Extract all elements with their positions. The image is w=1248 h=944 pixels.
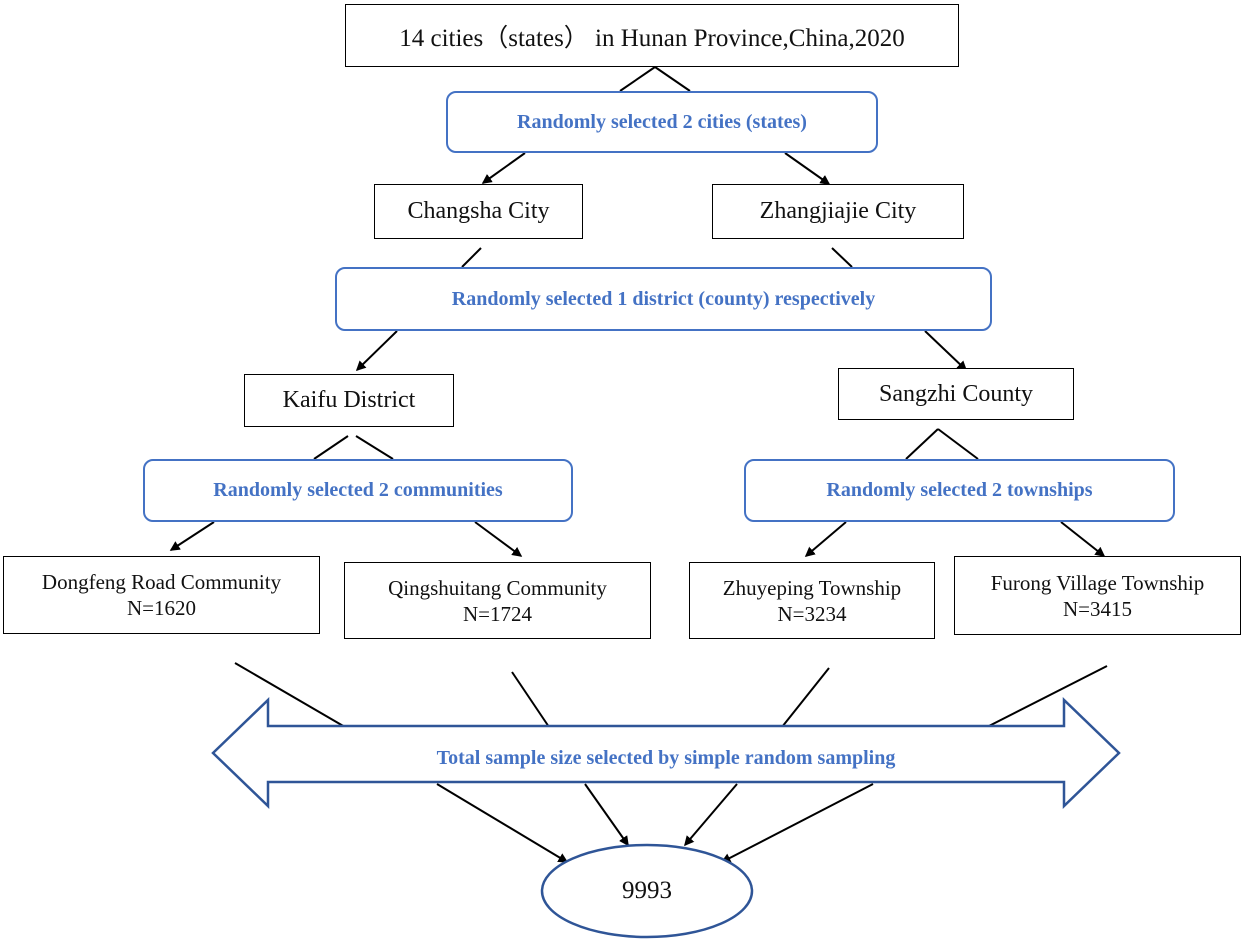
step-select-cities-label: Randomly selected 2 cities (states) xyxy=(517,110,807,133)
total-value: 9993 xyxy=(622,877,672,904)
unit-box-dongfeng: Dongfeng Road Community N=1620 xyxy=(3,556,320,634)
arrow-to-kaifu xyxy=(355,330,398,372)
arrow-to-furong xyxy=(1060,521,1106,557)
city-box-zhangjiajie: Zhangjiajie City xyxy=(712,184,964,239)
district-box-sangzhi: Sangzhi County xyxy=(838,368,1074,420)
unit-box-zhuyeping: Zhuyeping Township N=3234 xyxy=(689,562,935,639)
arrow-to-zhangjiajie xyxy=(784,152,831,185)
connector-changsha-down xyxy=(461,247,482,268)
connector-u4-upper xyxy=(986,665,1108,728)
connector-zhangjiajie-down xyxy=(831,247,853,268)
unit-name: Zhuyeping Township xyxy=(722,575,902,600)
arrow-to-dongfeng xyxy=(169,521,215,551)
arrow-to-qingshuitang xyxy=(474,521,523,557)
step-select-communities-label: Randomly selected 2 communities xyxy=(213,479,503,501)
step-select-communities: Randomly selected 2 communities xyxy=(143,459,573,522)
population-label: 14 cities（states） in Hunan Province,Chin… xyxy=(399,24,905,52)
step-select-townships: Randomly selected 2 townships xyxy=(744,459,1175,522)
arrow-to-zhuyeping xyxy=(804,521,847,557)
city-label-zhangjiajie: Zhangjiajie City xyxy=(759,198,917,224)
step-select-districts: Randomly selected 1 district (county) re… xyxy=(335,267,992,331)
connector-sangzhi-right xyxy=(937,428,979,460)
arrow-u1-to-total xyxy=(436,783,569,863)
arrow-to-sangzhi xyxy=(924,330,968,372)
connector-u1-upper xyxy=(234,662,346,728)
city-box-changsha: Changsha City xyxy=(374,184,583,239)
step-select-townships-label: Randomly selected 2 townships xyxy=(826,479,1093,501)
total-ellipse xyxy=(540,843,754,939)
unit-count: N=1724 xyxy=(462,601,532,626)
unit-count: N=1620 xyxy=(126,596,196,620)
arrow-to-changsha xyxy=(481,152,526,184)
arrow-u2-to-total xyxy=(584,783,629,847)
district-box-kaifu: Kaifu District xyxy=(244,374,454,427)
connector-sangzhi-left xyxy=(905,428,939,460)
arrow-u3-to-total xyxy=(684,783,738,847)
unit-name: Dongfeng Road Community xyxy=(41,570,282,594)
sampling-arrow-label: Total sample size selected by simple ran… xyxy=(260,738,1072,778)
district-label-kaifu: Kaifu District xyxy=(282,387,416,413)
connector-kaifu-right xyxy=(355,435,394,460)
unit-count: N=3234 xyxy=(777,601,847,626)
step-select-districts-label: Randomly selected 1 district (county) re… xyxy=(451,287,876,310)
connector-u3-upper xyxy=(781,667,830,728)
connector-kaifu-left xyxy=(313,435,349,460)
unit-count: N=3415 xyxy=(1062,596,1132,621)
arrow-u4-to-total xyxy=(720,783,874,863)
unit-box-qingshuitang: Qingshuitang Community N=1724 xyxy=(344,562,651,639)
unit-name: Furong Village Township xyxy=(990,570,1205,595)
district-label-sangzhi: Sangzhi County xyxy=(879,380,1033,407)
step-select-cities: Randomly selected 2 cities (states) xyxy=(446,91,878,153)
total-sample: 9993 xyxy=(541,843,753,939)
double-arrow-shape xyxy=(211,697,1121,809)
population-box: 14 cities（states） in Hunan Province,Chin… xyxy=(345,4,959,67)
sampling-label: Total sample size selected by simple ran… xyxy=(436,746,896,769)
connector-top-left xyxy=(619,66,656,92)
unit-name: Qingshuitang Community xyxy=(388,575,607,600)
connector-u2-upper xyxy=(511,671,550,728)
unit-box-furong: Furong Village Township N=3415 xyxy=(954,556,1241,635)
city-label-changsha: Changsha City xyxy=(407,198,550,224)
connector-top-right xyxy=(654,66,691,92)
